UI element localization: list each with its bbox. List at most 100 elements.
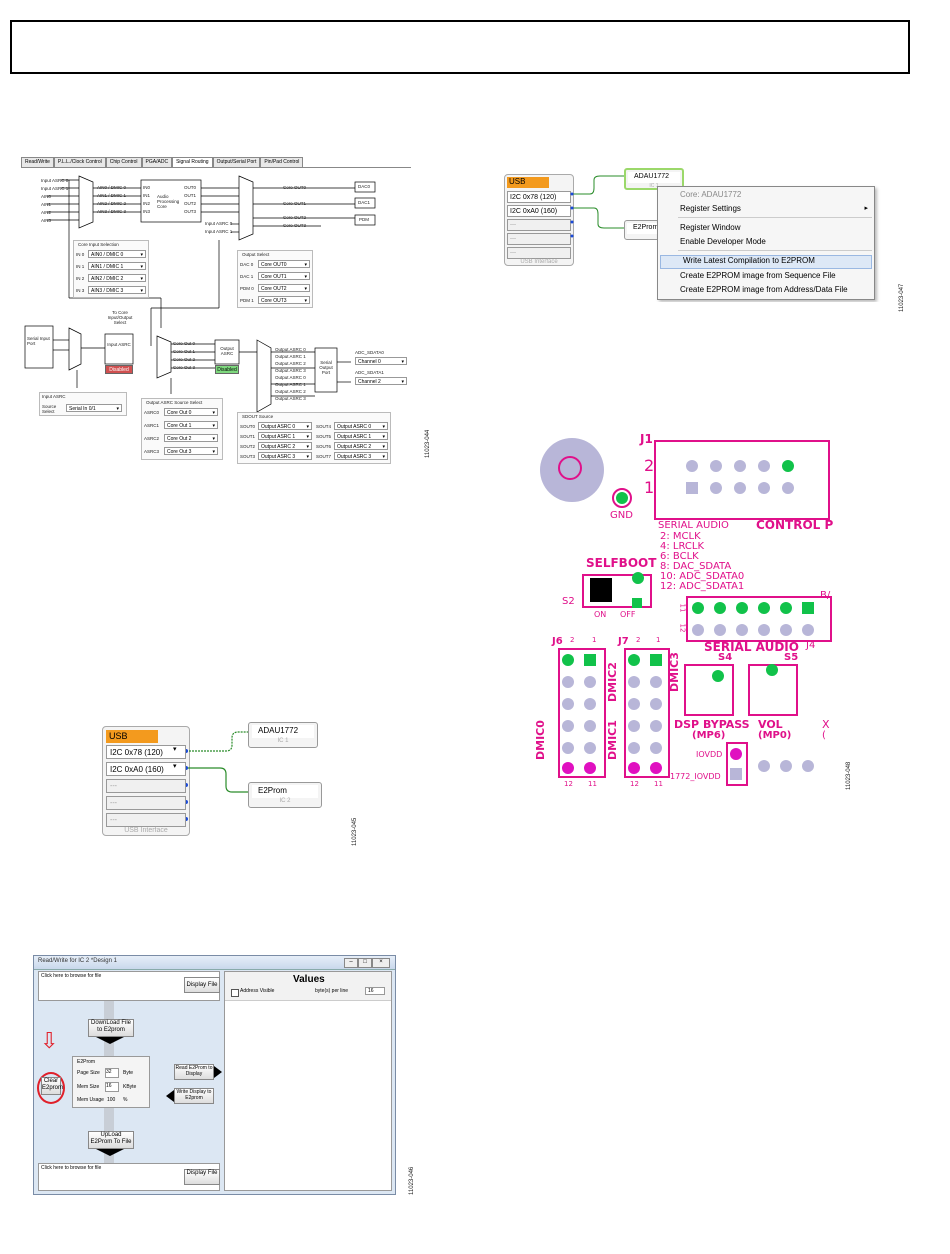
asrc2-select[interactable]: Core Out 2 bbox=[164, 434, 218, 443]
adau1772-ic[interactable]: ADAU1772 IC 1 bbox=[248, 722, 318, 748]
core-in-1: IN1 bbox=[143, 193, 151, 198]
adc-sdata0-select[interactable]: Channel 0 bbox=[355, 357, 407, 366]
e2prom-ic-small[interactable]: E2Prom bbox=[624, 220, 664, 240]
in2-select[interactable]: AIN2 / DMIC 2 bbox=[88, 274, 146, 283]
mem-size-input[interactable]: 16 bbox=[105, 1082, 119, 1092]
bytes-per-line-select[interactable]: 16 bbox=[365, 987, 385, 995]
sout1-label: SOUT1 bbox=[240, 434, 256, 439]
j4-label: J4 bbox=[806, 640, 816, 651]
adc-sdata1-select[interactable]: Channel 2 bbox=[355, 377, 407, 386]
sout6-select[interactable]: Output ASRC 2 bbox=[334, 442, 388, 451]
ctx-create-image-address[interactable]: Create E2PROM image from Address/Data Fi… bbox=[680, 285, 848, 294]
tab-signal-routing[interactable]: Signal Routing bbox=[172, 157, 213, 167]
asrc1-select[interactable]: Core Out 1 bbox=[164, 421, 218, 430]
tab-content: Input ASRC 0 Input ASRC 1 AIN0 AIN1 AIN2… bbox=[21, 167, 411, 464]
tab-read-write[interactable]: Read/Write bbox=[21, 157, 54, 167]
usb-large-row-2[interactable]: --- bbox=[106, 779, 186, 793]
in1-select[interactable]: AIN1 / DMIC 1 bbox=[88, 262, 146, 271]
tab-chip-control[interactable]: Chip Control bbox=[105, 157, 142, 167]
display-file-bottom-button[interactable]: Display File bbox=[184, 1169, 220, 1185]
pdm1-select[interactable]: Core OUT3 bbox=[258, 296, 310, 305]
usb-large-row-3[interactable]: --- bbox=[106, 796, 186, 810]
source-select-dropdown[interactable]: Serial In 0/1 bbox=[66, 404, 122, 413]
input-asrc-disabled-button[interactable]: Disabled bbox=[105, 365, 133, 374]
tab-pga-adc[interactable]: PGA/ADC bbox=[141, 157, 173, 167]
read-e2prom-button[interactable]: Read E2Prom to Display bbox=[174, 1064, 214, 1080]
s2-pin bbox=[632, 598, 642, 608]
sout5-select[interactable]: Output ASRC 1 bbox=[334, 432, 388, 441]
sout1-select[interactable]: Output ASRC 1 bbox=[258, 432, 312, 441]
b-label: B/ bbox=[820, 590, 831, 601]
input-asrc-extra-1: Input ASRC 1 bbox=[205, 229, 233, 234]
tab-pin-pad[interactable]: Pin/Pad Control bbox=[260, 157, 304, 167]
gnd-label: GND bbox=[610, 510, 633, 521]
usb-small-row-4[interactable]: --- bbox=[507, 247, 571, 259]
sout7-select[interactable]: Output ASRC 3 bbox=[334, 452, 388, 461]
tab-output-serial[interactable]: Output/Serial Port bbox=[212, 157, 261, 167]
usb-large-row-1[interactable]: I2C 0xA0 (160) bbox=[106, 762, 186, 776]
j6-pin bbox=[562, 654, 574, 666]
asrc-core-out-3: Core Out 3 bbox=[173, 365, 196, 370]
e2prom-ic[interactable]: E2Prom IC 2 bbox=[248, 782, 322, 808]
usb-small-row-3[interactable]: --- bbox=[507, 233, 571, 245]
minimize-icon[interactable]: – bbox=[344, 958, 358, 968]
download-file-button[interactable]: DownLoad File to E2prom bbox=[88, 1019, 134, 1037]
output-asrc-state-button[interactable]: Disabled bbox=[215, 365, 239, 374]
j7-pin bbox=[650, 698, 662, 710]
core-outs-3: Core OUT3 bbox=[283, 223, 307, 228]
in2-label: IN 2 bbox=[76, 276, 85, 281]
sout0-select[interactable]: Output ASRC 0 bbox=[258, 422, 312, 431]
usb-small-row-0[interactable]: I2C 0x78 (120) bbox=[507, 191, 571, 203]
asrc0-select[interactable]: Core Out 0 bbox=[164, 408, 218, 417]
s4-button-outline[interactable] bbox=[684, 664, 734, 716]
pdm0-select[interactable]: Core OUT2 bbox=[258, 284, 310, 293]
j6-outline bbox=[558, 648, 606, 778]
page-size-input[interactable]: 32 bbox=[105, 1068, 119, 1078]
usb-small-row-2[interactable]: --- bbox=[507, 219, 571, 231]
adau1772-ic-small[interactable]: ADAU1772 IC 1 bbox=[624, 168, 684, 190]
in3-select[interactable]: AIN3 / DMIC 3 bbox=[88, 286, 146, 295]
sout2-select[interactable]: Output ASRC 2 bbox=[258, 442, 312, 451]
ctx-enable-developer-mode[interactable]: Enable Developer Mode bbox=[680, 237, 766, 246]
mp6-label: (MP6) bbox=[692, 730, 726, 741]
j6-pin-square bbox=[584, 654, 596, 666]
j4-pin-square bbox=[802, 602, 814, 614]
asrc0-label: ASRC0 bbox=[144, 410, 160, 415]
s2-switch-handle[interactable] bbox=[590, 578, 612, 602]
usb-large-row-4[interactable]: --- bbox=[106, 813, 186, 827]
e2prom-panel-title: E2Prom bbox=[77, 1059, 96, 1065]
sout3-select[interactable]: Output ASRC 3 bbox=[258, 452, 312, 461]
sout4-select[interactable]: Output ASRC 0 bbox=[334, 422, 388, 431]
s2-label: S2 bbox=[562, 596, 575, 607]
ctx-write-latest-compilation[interactable]: Write Latest Compilation to E2PROM bbox=[660, 255, 872, 269]
source-select-label: Source Select bbox=[42, 404, 57, 414]
j7-pin-1-label: 1 bbox=[656, 636, 661, 644]
usb-interface-large: USB I2C 0x78 (120) ▾ I2C 0xA0 (160) ▾ --… bbox=[102, 726, 190, 836]
address-visible-checkbox[interactable] bbox=[231, 989, 239, 997]
close-icon[interactable]: × bbox=[372, 958, 390, 968]
ctx-create-image-sequence[interactable]: Create E2PROM image from Sequence File bbox=[680, 271, 836, 280]
ctx-register-window[interactable]: Register Window bbox=[680, 223, 741, 232]
clear-e2prom-button[interactable]: Clear E2prom bbox=[41, 1077, 63, 1095]
maximize-icon[interactable]: □ bbox=[358, 958, 372, 968]
oasrc-title: Output ASRC Source Select bbox=[146, 400, 203, 405]
in0-select[interactable]: AIN0 / DMIC 0 bbox=[88, 250, 146, 259]
values-panel: Values Address Visible byte(s) per line … bbox=[224, 971, 392, 1191]
pin-list-0: 2: MCLK bbox=[660, 531, 701, 542]
dsp-bypass-label: DSP BYPASS bbox=[674, 718, 750, 731]
page-header-box bbox=[10, 20, 910, 74]
sout7-label: SOUT7 bbox=[316, 454, 332, 459]
asrc3-select[interactable]: Core Out 3 bbox=[164, 447, 218, 456]
core-outs-1: Core OUT1 bbox=[283, 201, 307, 206]
usb-small-row-1[interactable]: I2C 0xA0 (160) bbox=[507, 205, 571, 217]
figure-id-046: 11023-046 bbox=[409, 1166, 415, 1195]
sdout-title: SDOUT Source bbox=[242, 414, 274, 419]
ctx-register-settings[interactable]: Register Settings bbox=[680, 204, 741, 213]
tab-pll-clock[interactable]: P.L.L./Clock Control bbox=[53, 157, 106, 167]
write-display-button[interactable]: Write Display to E2prom bbox=[174, 1088, 214, 1104]
upload-e2prom-button[interactable]: UpLoad E2Prom To File bbox=[88, 1131, 134, 1149]
display-file-top-button[interactable]: Display File bbox=[184, 977, 220, 993]
in3-label: IN 3 bbox=[76, 288, 85, 293]
dac0-select[interactable]: Core OUT0 bbox=[258, 260, 310, 269]
dac1-select[interactable]: Core OUT1 bbox=[258, 272, 310, 281]
